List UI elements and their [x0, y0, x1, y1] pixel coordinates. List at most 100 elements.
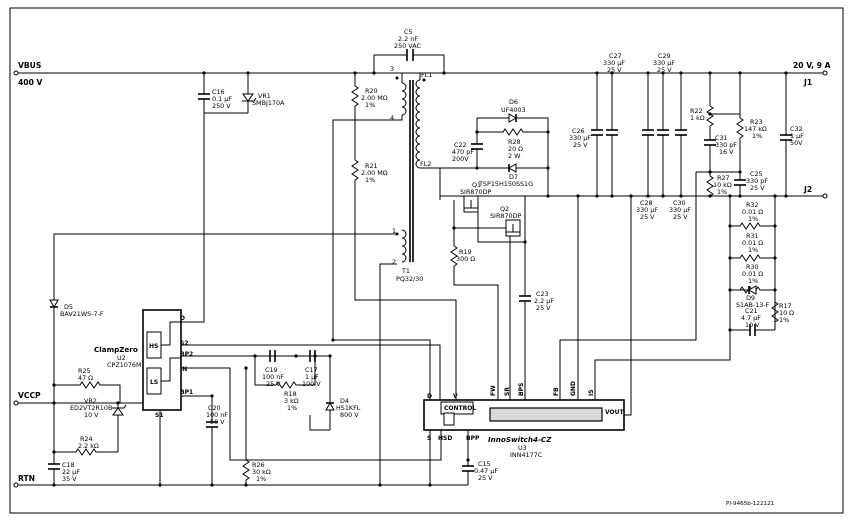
wire-vout-pin — [622, 196, 632, 416]
svg-text:330 µF: 330 µF — [603, 59, 625, 67]
svg-text:UF4003: UF4003 — [501, 106, 526, 114]
wire-bias-return — [379, 263, 397, 485]
svg-text:10 V: 10 V — [84, 411, 99, 419]
drawing-id: PI-9465b-122121 — [726, 501, 775, 507]
wire-primary-drain — [332, 119, 397, 340]
svg-text:C17: C17 — [305, 366, 318, 374]
svg-text:1%: 1% — [365, 101, 375, 109]
resistor-r28: R28 20 Ω 2 W — [477, 128, 548, 160]
svg-text:10 Ω: 10 Ω — [779, 309, 794, 317]
svg-text:R21: R21 — [365, 162, 378, 170]
svg-text:C19: C19 — [265, 366, 278, 374]
svg-text:U3: U3 — [518, 444, 527, 452]
svg-text:330 pF: 330 pF — [715, 141, 737, 149]
svg-text:1%: 1% — [748, 215, 758, 223]
svg-text:330 µF: 330 µF — [669, 206, 691, 214]
svg-text:0.01 Ω: 0.01 Ω — [742, 208, 763, 216]
vccp-label: VCCP — [18, 391, 41, 400]
svg-text:30 kΩ: 30 kΩ — [252, 468, 271, 476]
diode-d9: D9 S1AB-13-F — [730, 285, 770, 309]
svg-text:R32: R32 — [746, 201, 759, 209]
svg-text:T1: T1 — [401, 267, 410, 275]
svg-text:R28: R28 — [508, 138, 521, 146]
svg-text:InnoSwitch4-CZ: InnoSwitch4-CZ — [488, 435, 552, 444]
resistor-r25: R25 47 Ω — [54, 367, 121, 403]
svg-text:C20: C20 — [208, 404, 221, 412]
capacitor-c18: C18 22 µF 35 V — [48, 403, 80, 485]
resistor-r22: R22 1 kΩ — [690, 73, 714, 127]
svg-text:25 V: 25 V — [750, 184, 765, 192]
svg-text:20 Ω: 20 Ω — [508, 145, 523, 153]
svg-text:25 V: 25 V — [607, 66, 622, 74]
svg-text:100 nF: 100 nF — [262, 373, 284, 381]
svg-text:330 µF: 330 µF — [653, 59, 675, 67]
capacitor-c5: C5 2.2 nF 250 VAC — [373, 28, 445, 73]
svg-text:Q1: Q1 — [472, 181, 481, 189]
j1-terminal — [822, 70, 828, 76]
svg-text:22 µF: 22 µF — [62, 468, 80, 476]
svg-text:TSP15H150SS1G: TSP15H150SS1G — [478, 180, 533, 188]
capacitor-c16: C16 0.1 µF 250 V — [198, 73, 232, 110]
resistor-r19: R19 300 Ω — [450, 228, 475, 267]
svg-text:R23: R23 — [750, 118, 763, 126]
svg-text:C27: C27 — [609, 52, 622, 60]
vbus-label: VBUS — [18, 61, 41, 70]
svg-text:470 pF: 470 pF — [452, 148, 474, 156]
svg-text:50 V: 50 V — [210, 418, 225, 426]
svg-text:800 V: 800 V — [340, 411, 359, 419]
j2-label: J2 — [803, 185, 812, 194]
svg-text:CONTROL: CONTROL — [444, 405, 476, 412]
diode-d7: D7 TSP15H150SS1G — [440, 163, 548, 188]
svg-text:C21: C21 — [745, 307, 758, 315]
svg-text:FB: FB — [553, 387, 560, 396]
capacitor-c26: C26 330 µF 25 V — [569, 73, 603, 196]
svg-text:GND: GND — [570, 381, 577, 396]
diode-d5: D5 BAV21WS-7-F — [49, 299, 104, 403]
svg-text:SR: SR — [504, 387, 511, 396]
svg-text:HS: HS — [149, 343, 158, 350]
svg-text:R22: R22 — [690, 107, 703, 115]
vbus-voltage-label: 400 V — [18, 78, 42, 87]
svg-text:D5: D5 — [64, 303, 73, 311]
capacitor-c22: C22 470 pF 200V — [452, 118, 483, 168]
capacitor-c23: C23 2.2 µF 25 V — [519, 242, 554, 402]
svg-text:1%: 1% — [287, 404, 297, 412]
svg-text:1%: 1% — [717, 188, 727, 196]
svg-text:HSD: HSD — [438, 435, 452, 442]
wire-d4-return — [309, 415, 330, 431]
svg-text:VR2: VR2 — [84, 397, 97, 405]
svg-text:FW: FW — [490, 385, 497, 396]
svg-text:300 Ω: 300 Ω — [456, 255, 475, 263]
svg-text:35 V: 35 V — [62, 475, 77, 483]
svg-text:R17: R17 — [779, 302, 792, 310]
svg-text:C26: C26 — [572, 127, 585, 135]
resistor-r23: R23 147 kΩ 1% — [736, 73, 767, 170]
svg-text:2.2 nF: 2.2 nF — [398, 35, 418, 43]
svg-text:1%: 1% — [748, 277, 758, 285]
svg-text:330 µF: 330 µF — [569, 134, 591, 142]
svg-text:C16: C16 — [212, 88, 225, 96]
svg-text:10 kΩ: 10 kΩ — [713, 181, 732, 189]
svg-text:C22: C22 — [454, 141, 467, 149]
svg-text:IS: IS — [588, 389, 595, 396]
wire-clamp-d — [180, 99, 205, 323]
svg-text:2 W: 2 W — [508, 152, 521, 160]
svg-text:VOUT: VOUT — [605, 409, 625, 416]
svg-text:4: 4 — [390, 114, 394, 122]
svg-text:3: 3 — [390, 65, 394, 73]
svg-text:330 pF: 330 pF — [746, 177, 768, 185]
mosfet-q1: Q1 SIR870DP — [460, 181, 492, 213]
svg-text:R24: R24 — [80, 435, 93, 443]
svg-text:200V: 200V — [452, 155, 469, 163]
resistor-r18: R18 3 kΩ 1% — [254, 356, 316, 412]
resistor-r31: R31 0.01 Ω 1% — [730, 232, 775, 262]
svg-text:1%: 1% — [748, 246, 758, 254]
ic-u2: HS LS D S2 BP2 IN BP1 S1 ClampZero U2 CP… — [94, 309, 193, 419]
wire-fb-pin — [559, 172, 697, 402]
svg-text:INN4177C: INN4177C — [510, 451, 543, 459]
svg-text:R25: R25 — [78, 367, 91, 375]
svg-text:100 nF: 100 nF — [206, 411, 228, 419]
svg-text:250 VAC: 250 VAC — [394, 42, 421, 50]
svg-text:D6: D6 — [509, 98, 518, 106]
